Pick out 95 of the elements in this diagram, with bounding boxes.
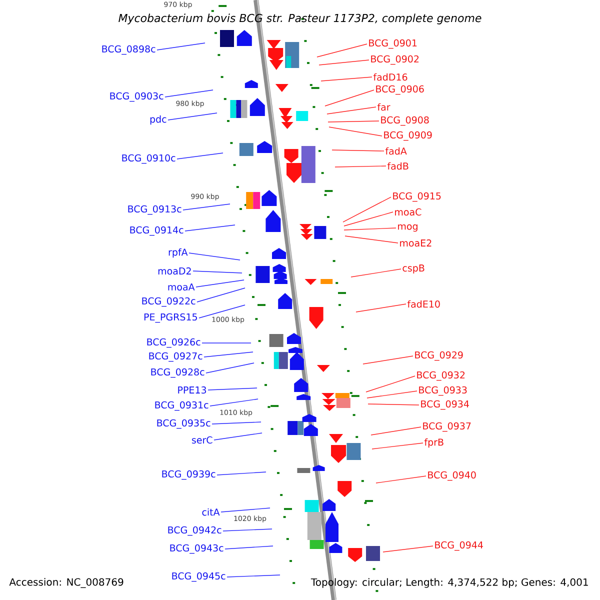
gene-label: BCG_0934 <box>421 400 469 410</box>
leader-line <box>366 376 416 392</box>
gene-label: BCG_0943c <box>170 544 224 554</box>
gene-label: BCG_0908 <box>381 116 429 126</box>
leader-line <box>196 288 246 302</box>
leader-line <box>328 126 382 136</box>
gene-label: fadE10 <box>407 300 440 308</box>
gene-label: BCG_0915 <box>393 192 441 202</box>
leader-line <box>324 90 374 106</box>
gene-label: BCG_0901 <box>369 39 417 49</box>
leader-line <box>344 236 398 244</box>
gene-label: fadA <box>385 147 407 155</box>
gene-label: cspB <box>402 264 424 274</box>
gene-label: far <box>377 103 390 111</box>
gene-label: BCG_0902 <box>371 55 419 65</box>
gene-label: BCG_0935c <box>157 419 210 429</box>
leader-line <box>366 390 418 398</box>
gene-label: BCG_0914c <box>130 226 184 236</box>
leader-line <box>216 472 266 476</box>
leader-line <box>370 426 422 436</box>
gene-label: BCG_0932 <box>417 371 465 381</box>
gene-label: citA <box>202 508 220 516</box>
footer-text: Accession: NC_008769 <box>9 578 124 588</box>
leader-line <box>202 342 252 344</box>
gene-label: serC <box>192 436 212 444</box>
leader-line <box>204 352 254 358</box>
leader-line <box>344 228 396 230</box>
leader-line <box>372 442 424 450</box>
leader-line <box>342 196 392 222</box>
leader-line <box>212 422 262 424</box>
title: Mycobacterium bovis BCG str. Pasteur 1173P2, complete genome <box>118 14 482 24</box>
gene-label: moaE2 <box>400 239 432 247</box>
gene-label: BCG_0928c <box>151 368 204 378</box>
gene-label: BCG_0913c <box>128 205 182 215</box>
leader-line <box>176 152 224 160</box>
leader-line <box>350 268 402 278</box>
leader-line <box>368 404 420 406</box>
leader-line <box>210 398 258 406</box>
leader-line <box>376 476 426 484</box>
leader-line <box>192 270 242 274</box>
leader-line <box>206 362 254 374</box>
leader-line <box>198 304 246 318</box>
leader-line <box>316 44 368 58</box>
gene-label: BCG_0931c <box>155 401 208 411</box>
leader-line <box>226 574 280 578</box>
leader-line <box>184 224 236 232</box>
leader-line <box>182 204 230 210</box>
gene-label: BCG_0942c <box>168 526 222 536</box>
gene-label: moaD2 <box>158 267 191 275</box>
gene-label: BCG_0898c <box>102 45 156 55</box>
leader-line <box>334 166 386 168</box>
leader-line <box>332 150 384 152</box>
leader-line <box>224 546 274 550</box>
gene-label: BCG_0939c <box>162 470 216 480</box>
gene-label: fprB <box>424 438 444 448</box>
gene-label: pdc <box>150 115 166 125</box>
gene-label: moaC <box>395 208 422 216</box>
leader-line <box>164 90 214 98</box>
gene-label: BCG_0922c <box>142 297 196 307</box>
leader-line <box>188 252 240 260</box>
leader-line <box>222 528 272 532</box>
leader-line <box>328 120 380 122</box>
leader-line <box>356 304 406 312</box>
leader-line <box>318 60 370 66</box>
leader-line <box>362 356 414 364</box>
gene-label: BCG_0909 <box>384 131 432 141</box>
gene-label: BCG_0906 <box>376 85 424 95</box>
leader-line <box>320 76 372 82</box>
leader-line <box>382 546 434 552</box>
gene-label: fadB <box>387 162 408 170</box>
gene-label: moaA <box>168 283 195 291</box>
leader-line <box>168 112 218 120</box>
gene-label: BCG_0940 <box>428 471 476 481</box>
leader-line <box>208 388 258 390</box>
footer-text: Topology: circular; Length: 4,374,522 bp; Genes: 4,001 <box>310 578 588 588</box>
gene-label: BCG_0927c <box>149 352 202 362</box>
gene-label: mog <box>398 224 418 232</box>
gene-label: rpfA <box>168 248 188 258</box>
gene-label: BCG_0945c <box>172 572 226 582</box>
gene-label: BCG_0903c <box>110 92 164 102</box>
gene-label: BCG_0937 <box>423 422 471 432</box>
gene-label: BCG_0910c <box>122 154 176 164</box>
gene-label: PPE13 <box>178 386 206 394</box>
gene-label: BCG_0944 <box>435 541 483 551</box>
gene-label: BCG_0929 <box>415 351 463 361</box>
gene-label: fadD16 <box>373 73 408 81</box>
leader-line <box>196 280 244 288</box>
leader-line <box>326 106 376 114</box>
leader-line <box>214 432 262 440</box>
leader-line <box>220 508 270 512</box>
gene-label: BCG_0926c <box>147 338 200 348</box>
leader-line <box>156 42 206 50</box>
gene-label: BCG_0933 <box>419 386 467 396</box>
leader-line <box>344 212 394 226</box>
gene-label: PE_PGRS15 <box>144 313 197 323</box>
